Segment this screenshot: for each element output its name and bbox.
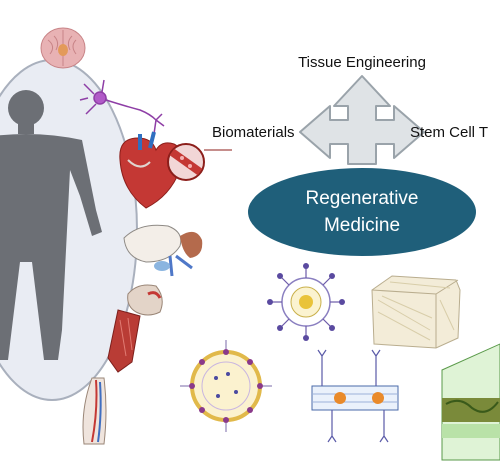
shoulder-muscle-icon [107,284,163,373]
center-title-line2: Medicine [324,215,400,236]
collagen-scaffold-icon [371,275,461,349]
label-tissue-engineering: Tissue Engineering [298,54,426,71]
brain-icon [40,27,86,69]
blood-vessel-icon [167,143,232,181]
center-title-line1: Regenerative [305,188,418,209]
micelle-icon [180,340,272,432]
regenerative-medicine-ellipse: Regenerative Medicine [248,168,476,256]
human-silhouette-icon [0,90,102,360]
kidney-liver-icon [123,224,203,277]
leg-vasculature-icon [82,377,107,445]
neuron-icon [79,79,165,135]
heart-icon [119,131,183,209]
tissue-layer-icon [441,343,500,461]
dendrimer-icon [267,263,345,341]
label-biomaterials: Biomaterials [212,124,295,141]
label-stem-cell: Stem Cell T [410,124,488,141]
four-way-arrow-icon [299,75,425,165]
nanotube-icon [311,349,399,443]
